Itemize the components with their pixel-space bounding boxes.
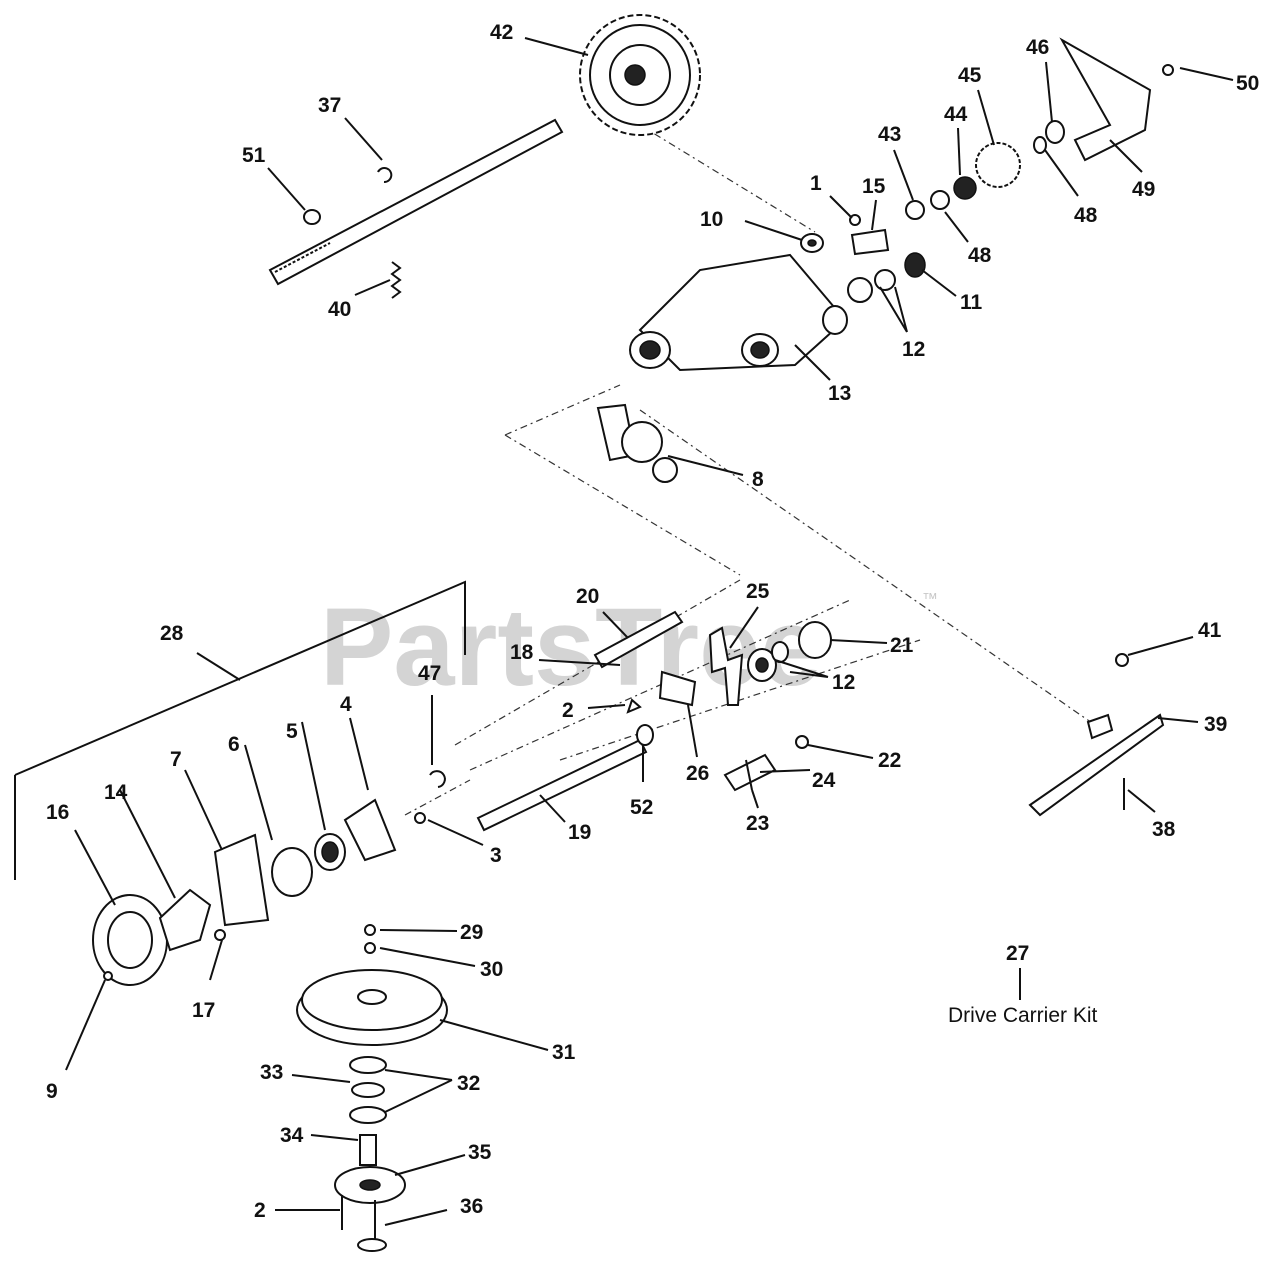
callout-28: 28 [160, 622, 184, 645]
callout-18: 18 [510, 641, 534, 664]
callout-35: 35 [468, 1141, 492, 1164]
callout-42: 42 [490, 21, 513, 44]
callout-10: 10 [700, 208, 723, 231]
callout-48-upper: 48 [1074, 204, 1098, 227]
kit-text: Drive Carrier Kit [948, 1004, 1098, 1027]
callout-2-upper: 2 [562, 699, 574, 722]
kit-number: 27 [1006, 942, 1029, 965]
callout-22: 22 [878, 749, 901, 772]
callout-8: 8 [752, 468, 764, 491]
callout-16: 16 [46, 801, 69, 824]
callout-1: 1 [810, 172, 822, 195]
callout-6: 6 [228, 733, 240, 756]
callout-17: 17 [192, 999, 215, 1022]
callout-11: 11 [960, 291, 983, 314]
callout-39: 39 [1204, 713, 1227, 736]
lower-left-assembly [92, 770, 446, 986]
bracket-8 [596, 403, 678, 483]
callout-13: 13 [828, 382, 851, 405]
callout-numbers: 42 37 51 40 1 15 10 43 44 45 46 50 48 49… [46, 21, 1259, 1222]
callout-36: 36 [460, 1195, 483, 1218]
callout-25: 25 [746, 580, 770, 603]
callout-19: 19 [568, 821, 591, 844]
callout-41: 41 [1198, 619, 1222, 642]
callout-2-lower: 2 [254, 1199, 266, 1222]
pulley-assembly [296, 924, 448, 1252]
callout-12-upper: 12 [902, 338, 925, 361]
callout-33: 33 [260, 1061, 283, 1084]
middle-shaft-parts [593, 610, 832, 714]
callout-15: 15 [862, 175, 886, 198]
gear-housing-13 [629, 253, 848, 372]
watermark-text: PartsTree [320, 586, 821, 709]
callout-29: 29 [460, 921, 483, 944]
callout-45: 45 [958, 64, 982, 87]
callout-49: 49 [1132, 178, 1155, 201]
callout-7: 7 [170, 748, 182, 771]
callout-44: 44 [944, 103, 968, 126]
callout-40: 40 [328, 298, 351, 321]
callout-20: 20 [576, 585, 599, 608]
upper-small-parts [800, 37, 1174, 303]
callout-32: 32 [457, 1072, 480, 1095]
watermark-trademark: ™ [922, 591, 938, 608]
callout-51: 51 [242, 144, 266, 167]
callout-52: 52 [630, 796, 653, 819]
callout-30: 30 [480, 958, 503, 981]
callout-3: 3 [490, 844, 502, 867]
sprocket-42 [579, 14, 701, 136]
leader-lines [65, 37, 1234, 1226]
callout-34: 34 [280, 1124, 304, 1147]
group-bracket-28 [14, 580, 466, 880]
callout-12-lower: 12 [832, 671, 855, 694]
axle-shaft [268, 118, 564, 299]
callout-21: 21 [890, 634, 914, 657]
callout-47: 47 [418, 662, 441, 685]
callout-5: 5 [286, 720, 298, 743]
callout-46: 46 [1026, 36, 1049, 59]
callout-31: 31 [552, 1041, 576, 1064]
callout-37: 37 [318, 94, 341, 117]
assembly-lines [404, 124, 1096, 816]
callout-48-lower: 48 [968, 244, 992, 267]
callout-14: 14 [104, 781, 128, 804]
callout-26: 26 [686, 762, 709, 785]
callout-9: 9 [46, 1080, 58, 1103]
callout-43: 43 [878, 123, 901, 146]
link-parts [723, 735, 809, 792]
shaft-19 [476, 724, 654, 832]
bracket-39 [1028, 653, 1165, 817]
kit-label: 27 Drive Carrier Kit [948, 942, 1098, 1027]
callout-38: 38 [1152, 818, 1176, 841]
callout-24: 24 [812, 769, 836, 792]
callout-23: 23 [746, 812, 769, 835]
callout-50: 50 [1236, 72, 1259, 95]
callout-4: 4 [340, 693, 352, 716]
